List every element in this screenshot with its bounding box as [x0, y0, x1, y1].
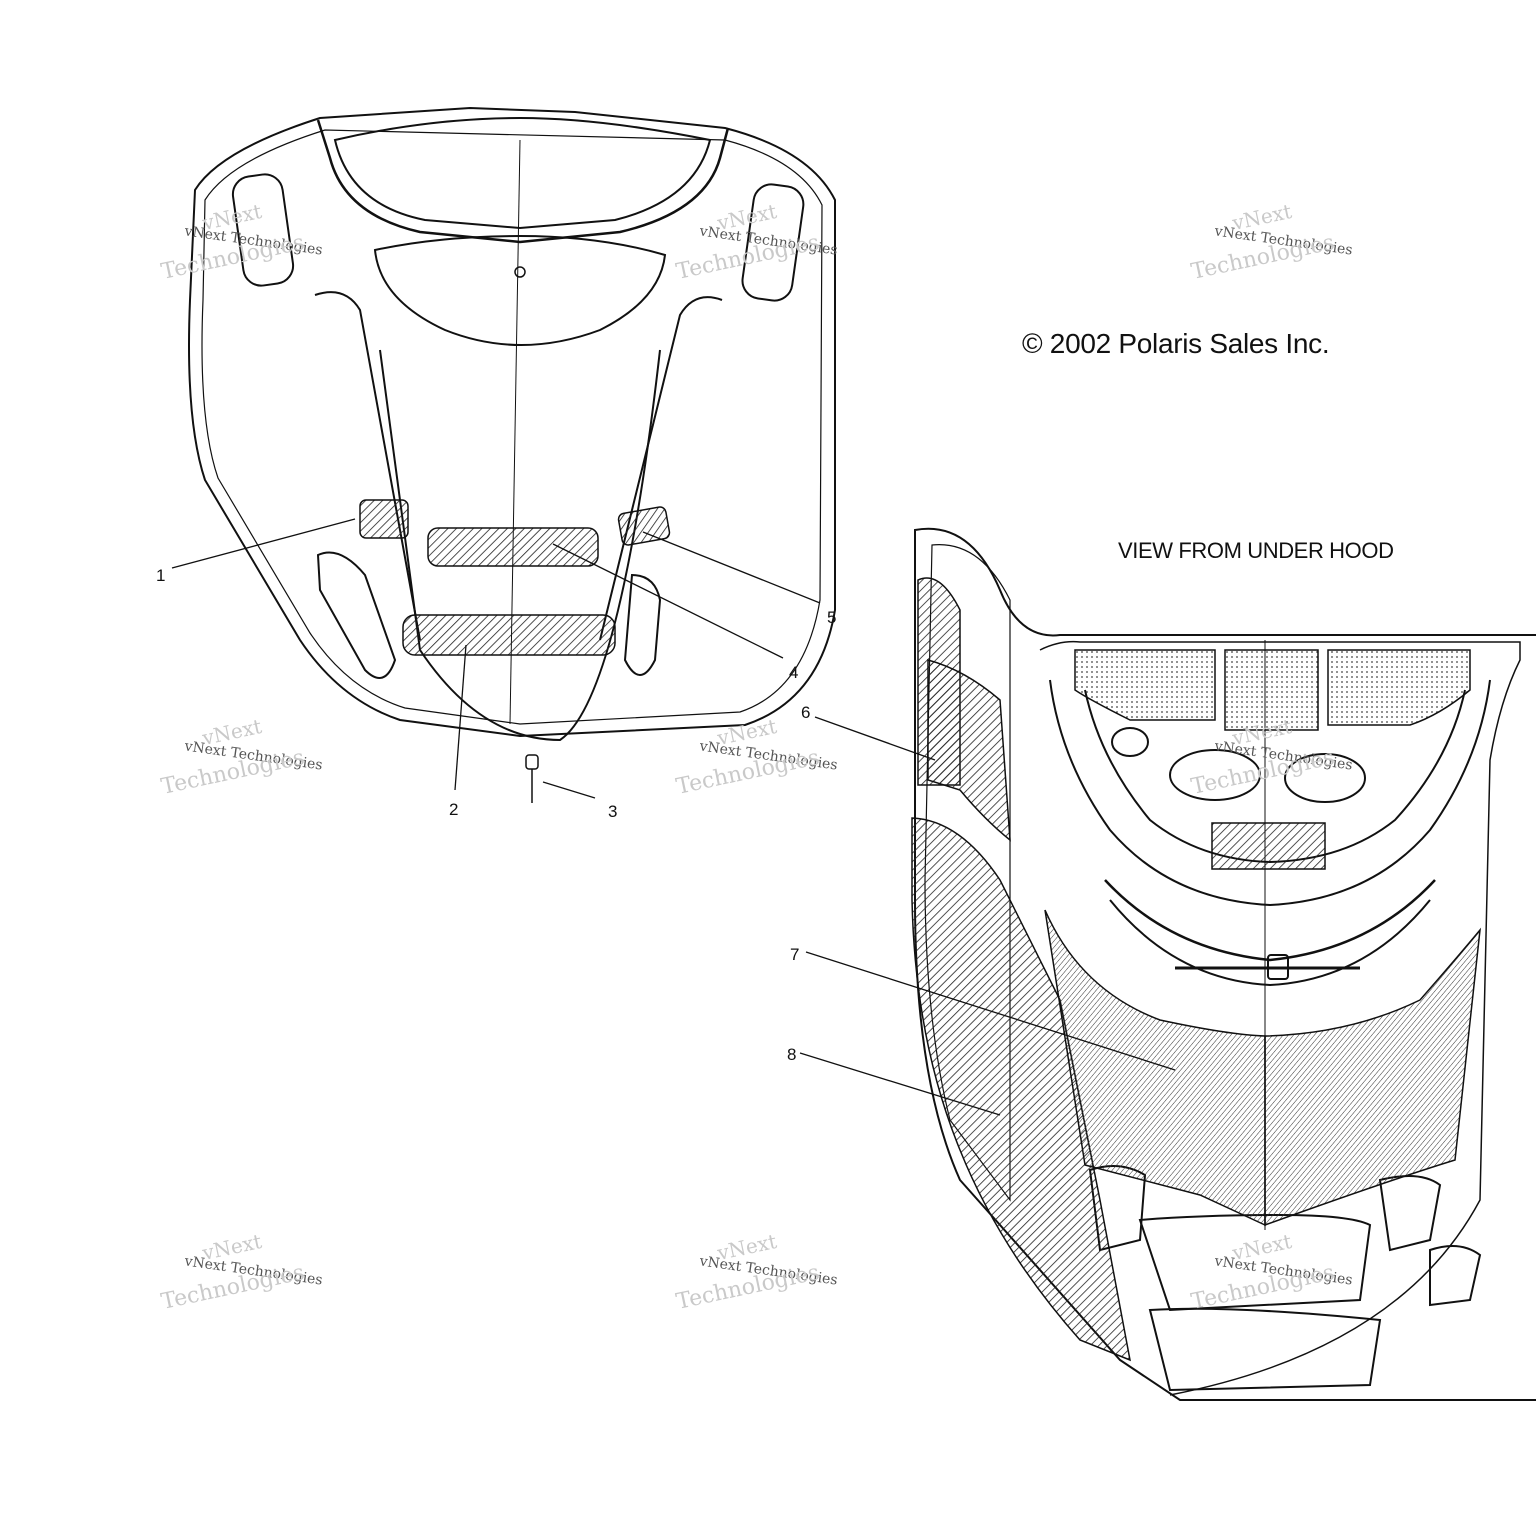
callout-4: 4: [789, 663, 799, 682]
callout-3: 3: [608, 802, 618, 821]
callout-1: 1: [156, 566, 166, 585]
hood-top-view-decals: [359, 499, 671, 656]
callout-7: 7: [790, 945, 800, 964]
rivet-part: [525, 754, 539, 803]
hood-under-view: [914, 527, 1536, 1401]
callout-2: 2: [449, 800, 459, 819]
callout-6: 6: [801, 703, 811, 722]
hood-under-view-pads: [911, 577, 1482, 1362]
callout-5: 5: [827, 608, 837, 627]
view-label: VIEW FROM UNDER HOOD: [1118, 538, 1394, 563]
callout-8: 8: [787, 1045, 797, 1064]
leader-lines: [171, 518, 1176, 1116]
copyright-notice: © 2002 Polaris Sales Inc.: [1022, 328, 1330, 359]
